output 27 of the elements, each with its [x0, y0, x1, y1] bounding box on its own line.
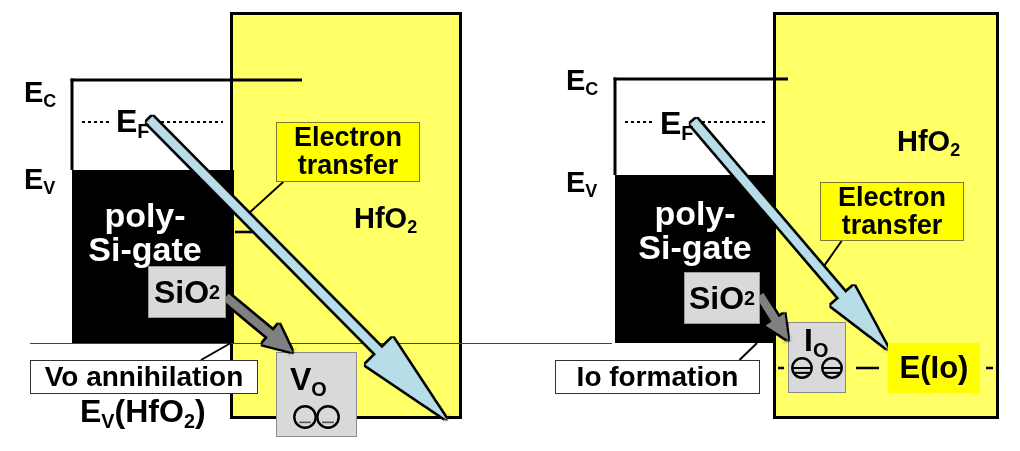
annotation-callout: Io formation [555, 360, 760, 394]
annotation-callout: Vo annihilation [30, 360, 258, 394]
leader-line [200, 342, 232, 361]
energy-level-label: E$_{V}$ [566, 168, 598, 197]
energy-level-label: E$_{C}$ [566, 66, 599, 95]
layer-label: HfO$_{2}$ [354, 204, 418, 233]
gate-layer [72, 170, 234, 343]
energy-level-label: E$_{V}$(HfO$_{2}$) [80, 395, 206, 427]
layer-label: HfO$_{2}$ [897, 127, 961, 156]
arrow [223, 294, 295, 356]
leader-line [738, 342, 758, 361]
leader-line [248, 181, 285, 214]
annotation-callout: Electron transfer [276, 122, 420, 182]
defect-label: I$_{O}$ [804, 324, 829, 356]
leader-line [823, 240, 843, 267]
energy-level-label: E(Io) [888, 343, 980, 393]
defect-label: V$_{O}$ [290, 363, 327, 395]
gate-layer [615, 175, 776, 343]
layer-label: poly- Si-gate [637, 196, 753, 264]
energy-level-label: E$_{V}$ [24, 165, 56, 194]
annotation-callout: Electron transfer [820, 182, 964, 241]
defect-panel [788, 322, 846, 393]
arrow [146, 116, 449, 422]
energy-level-label: E$_{C}$ [24, 78, 57, 107]
defect-panel [276, 352, 357, 437]
oxide-layer [773, 12, 999, 419]
layer-label: poly- Si-gate [87, 198, 203, 266]
